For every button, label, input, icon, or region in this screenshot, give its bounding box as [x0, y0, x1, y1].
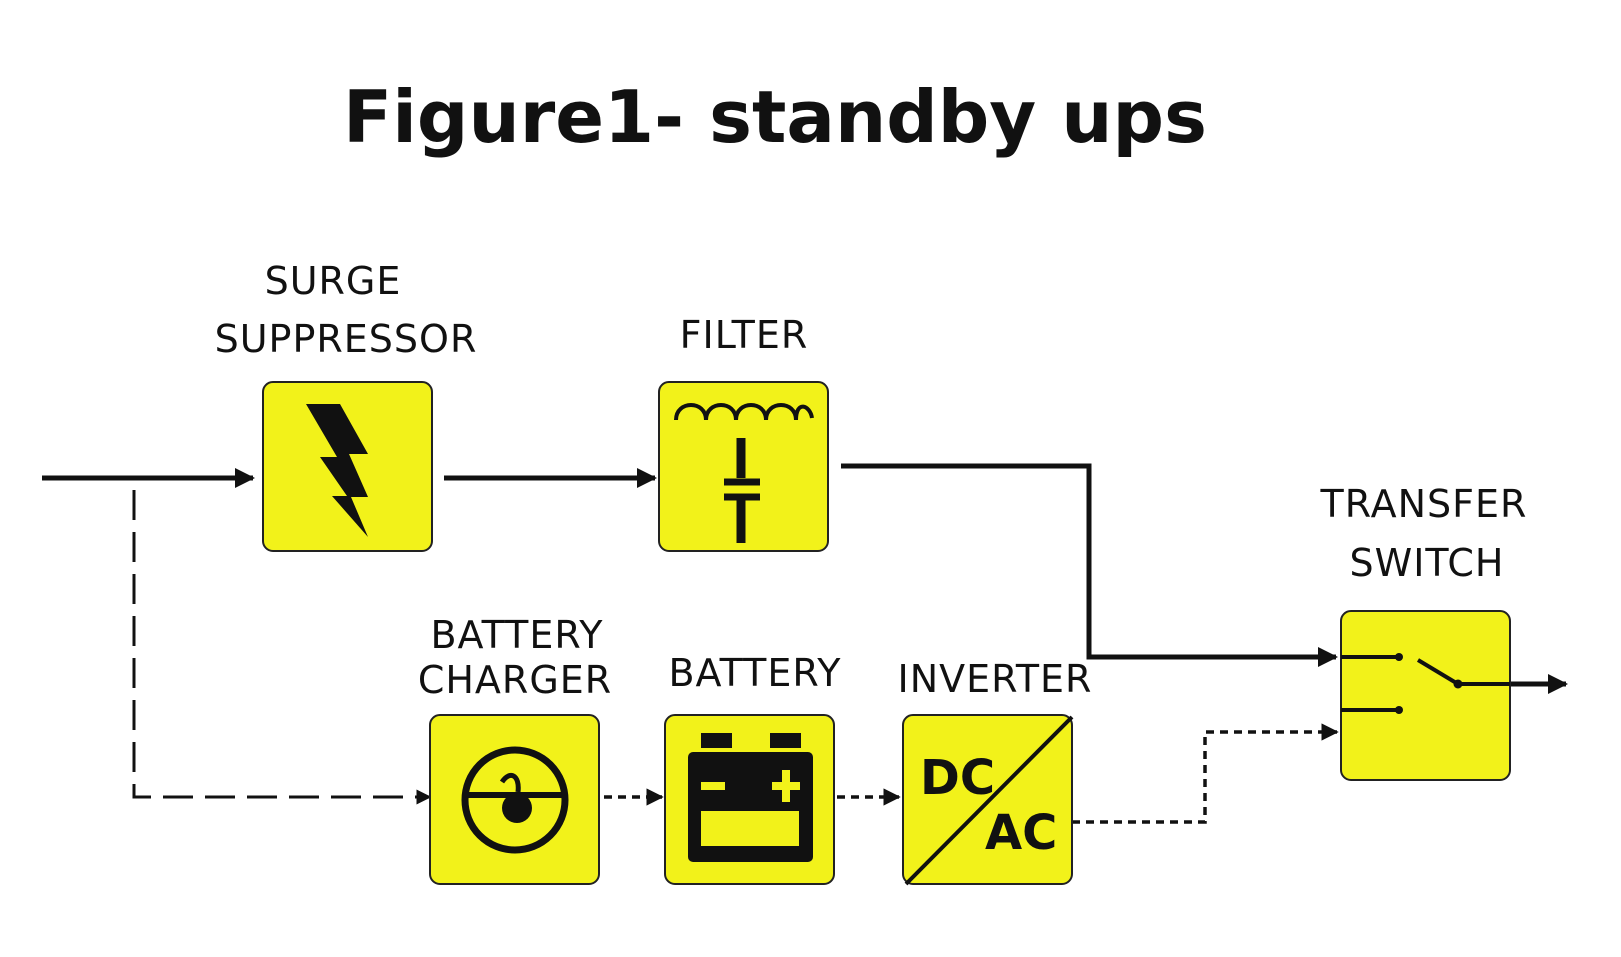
battery-label: BATTERY — [668, 651, 841, 695]
battery-charger-label-line2: CHARGER — [418, 658, 612, 702]
inverter-diagonal — [904, 715, 1074, 886]
wire-inverter-to-transfer-switch — [1072, 723, 1339, 824]
filter-label: FILTER — [680, 313, 809, 357]
battery-icon — [688, 733, 813, 862]
surge-suppressor-label-line2: SUPPRESSOR — [215, 317, 478, 361]
charger-icon — [461, 746, 569, 854]
inverter-ac-text: AC — [985, 805, 1057, 861]
filter-block — [658, 381, 829, 552]
inductor-capacitor-icon — [674, 403, 814, 543]
battery-charger-label-line1: BATTERY — [430, 613, 603, 657]
diagram-title: Figure1- standby ups — [343, 75, 1207, 159]
surge-suppressor-block — [262, 381, 433, 552]
inverter-dc-text: DC — [920, 750, 995, 806]
transfer-switch-label-line2: SWITCH — [1350, 541, 1505, 585]
lightning-bolt-icon — [306, 404, 368, 537]
switch-icon — [1341, 653, 1510, 714]
battery-block — [664, 714, 835, 885]
wire-filter-to-transfer-switch — [841, 463, 1338, 667]
transfer-switch-label-line1: TRANSFER — [1320, 482, 1528, 526]
transfer-switch-block — [1340, 610, 1511, 781]
inverter-block: DC AC — [902, 714, 1074, 886]
surge-suppressor-label-line1: SURGE — [265, 259, 402, 303]
battery-charger-block — [429, 714, 600, 885]
transfer-switch-box — [1340, 610, 1511, 781]
wire-input-to-battery-charger — [132, 490, 432, 805]
inverter-label: INVERTER — [898, 657, 1093, 701]
